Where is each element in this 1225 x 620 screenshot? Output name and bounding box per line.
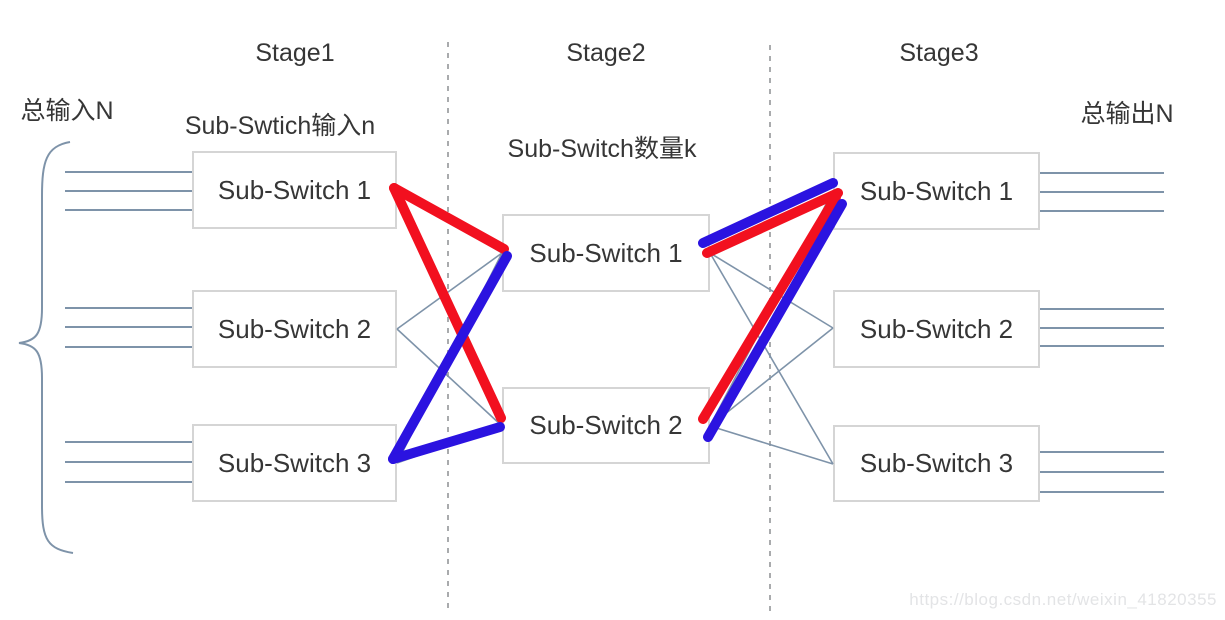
mesh-stage1-stage2: [396, 189, 503, 464]
stage3-sub-switch-2: Sub-Switch 2: [833, 290, 1040, 368]
stage2-header: Stage2: [566, 39, 646, 67]
stage2-sub-switch-2: Sub-Switch 2: [502, 387, 710, 464]
output-lines: [1040, 172, 1164, 493]
stage1-sub-switch-2: Sub-Switch 2: [192, 290, 397, 368]
total-input-label: 总输入N: [20, 97, 114, 125]
stage1-sub-switch-3: Sub-Switch 3: [192, 424, 397, 502]
stage1-sub-switch-1: Sub-Switch 1: [192, 151, 397, 229]
sub-switch-count-label: Sub-Switch数量k: [507, 135, 697, 163]
stage3-sub-switch-3: Sub-Switch 3: [833, 425, 1040, 502]
stage1-header: Stage1: [255, 39, 335, 67]
stage3-header: Stage3: [899, 39, 979, 67]
watermark: https://blog.csdn.net/weixin_41820355: [909, 590, 1217, 609]
total-output-label: 总输出N: [1080, 100, 1174, 128]
input-brace: [18, 141, 74, 554]
sub-switch-input-label: Sub-Swtich输入n: [184, 112, 376, 140]
stage3-sub-switch-1: Sub-Switch 1: [833, 152, 1040, 230]
input-lines: [65, 171, 192, 483]
stage2-sub-switch-1: Sub-Switch 1: [502, 214, 710, 292]
mesh-stage2-stage3: [709, 190, 834, 465]
